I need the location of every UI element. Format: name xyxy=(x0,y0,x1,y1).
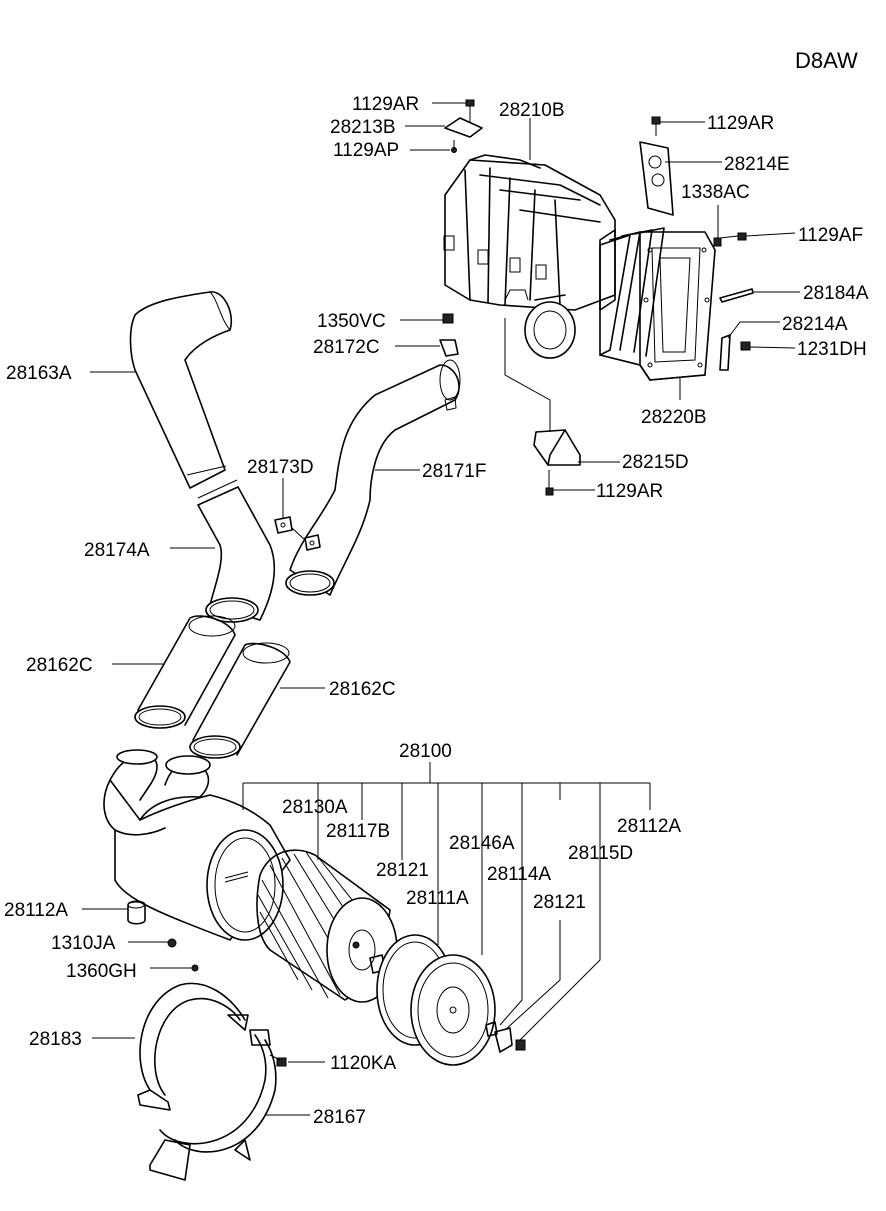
label-28172c: 28172C xyxy=(313,337,380,358)
label-28100: 28100 xyxy=(399,741,452,762)
label-28162c-a: 28162C xyxy=(26,655,93,676)
tube-28162c-left xyxy=(134,615,236,729)
label-28117b: 28117B xyxy=(326,821,390,842)
label-28130a: 28130A xyxy=(282,797,348,818)
label-28213b: 28213B xyxy=(330,117,396,138)
cap-28111a xyxy=(376,934,496,1066)
label-28210b: 28210B xyxy=(499,100,565,121)
label-1129ar-a: 1129AR xyxy=(352,94,419,115)
bellows-28220b xyxy=(599,227,716,381)
strap-28183 xyxy=(137,982,249,1111)
leader-lines xyxy=(82,102,800,1116)
label-28114a: 28114A xyxy=(487,864,551,885)
label-1310ja: 1310JA xyxy=(51,933,116,954)
label-28112a-a: 28112A xyxy=(617,816,681,837)
label-28167: 28167 xyxy=(313,1107,366,1128)
label-1129ar-b: 1129AR xyxy=(707,113,774,134)
label-28115d: 28115D xyxy=(568,843,633,864)
left-small-parts xyxy=(127,900,199,972)
strap-28167 xyxy=(149,1029,287,1181)
label-28173d: 28173D xyxy=(247,457,314,478)
label-1129ap: 1129AP xyxy=(333,140,399,161)
label-1338ac: 1338AC xyxy=(681,182,750,203)
part-labels: 1129AR 28213B 1129AP 28210B 1129AR 28214… xyxy=(4,94,869,1128)
label-28220b: 28220B xyxy=(641,407,707,428)
hose-28163a xyxy=(129,291,232,489)
label-1360gh: 1360GH xyxy=(66,961,137,982)
intake-box-28210b xyxy=(443,154,616,311)
clip-28173d xyxy=(274,516,321,551)
label-1120ka: 1120KA xyxy=(330,1053,397,1074)
label-28146a: 28146A xyxy=(449,833,515,854)
label-28163a: 28163A xyxy=(6,363,72,384)
label-28121-a: 28121 xyxy=(376,860,429,881)
label-28121-b: 28121 xyxy=(533,892,586,913)
label-28171f: 28171F xyxy=(422,461,486,482)
tube-28162c-right xyxy=(189,642,291,759)
label-1231dh: 1231DH xyxy=(797,339,867,360)
label-28174a: 28174A xyxy=(84,540,150,561)
label-1350vc: 1350VC xyxy=(317,311,386,332)
bracket-28215d xyxy=(533,429,581,496)
hardware-top xyxy=(439,99,754,371)
air-cleaner-housing-28130a xyxy=(103,749,291,941)
label-28214e: 28214E xyxy=(724,154,790,175)
duct-28171f xyxy=(285,359,461,596)
label-28162c-b: 28162C xyxy=(329,679,396,700)
box-outlet-tube xyxy=(504,289,576,359)
label-1129af: 1129AF xyxy=(798,225,863,246)
label-28215d: 28215D xyxy=(622,452,689,473)
label-28184a: 28184A xyxy=(803,283,869,304)
label-28111a: 28111A xyxy=(406,888,469,909)
elbow-28174a xyxy=(197,479,276,623)
label-1129ar-c: 1129AR xyxy=(596,481,663,502)
label-28214a: 28214A xyxy=(782,314,848,335)
diagram-code: D8AW xyxy=(795,48,858,73)
label-28183: 28183 xyxy=(29,1029,82,1050)
label-28112a-b: 28112A xyxy=(4,900,68,921)
